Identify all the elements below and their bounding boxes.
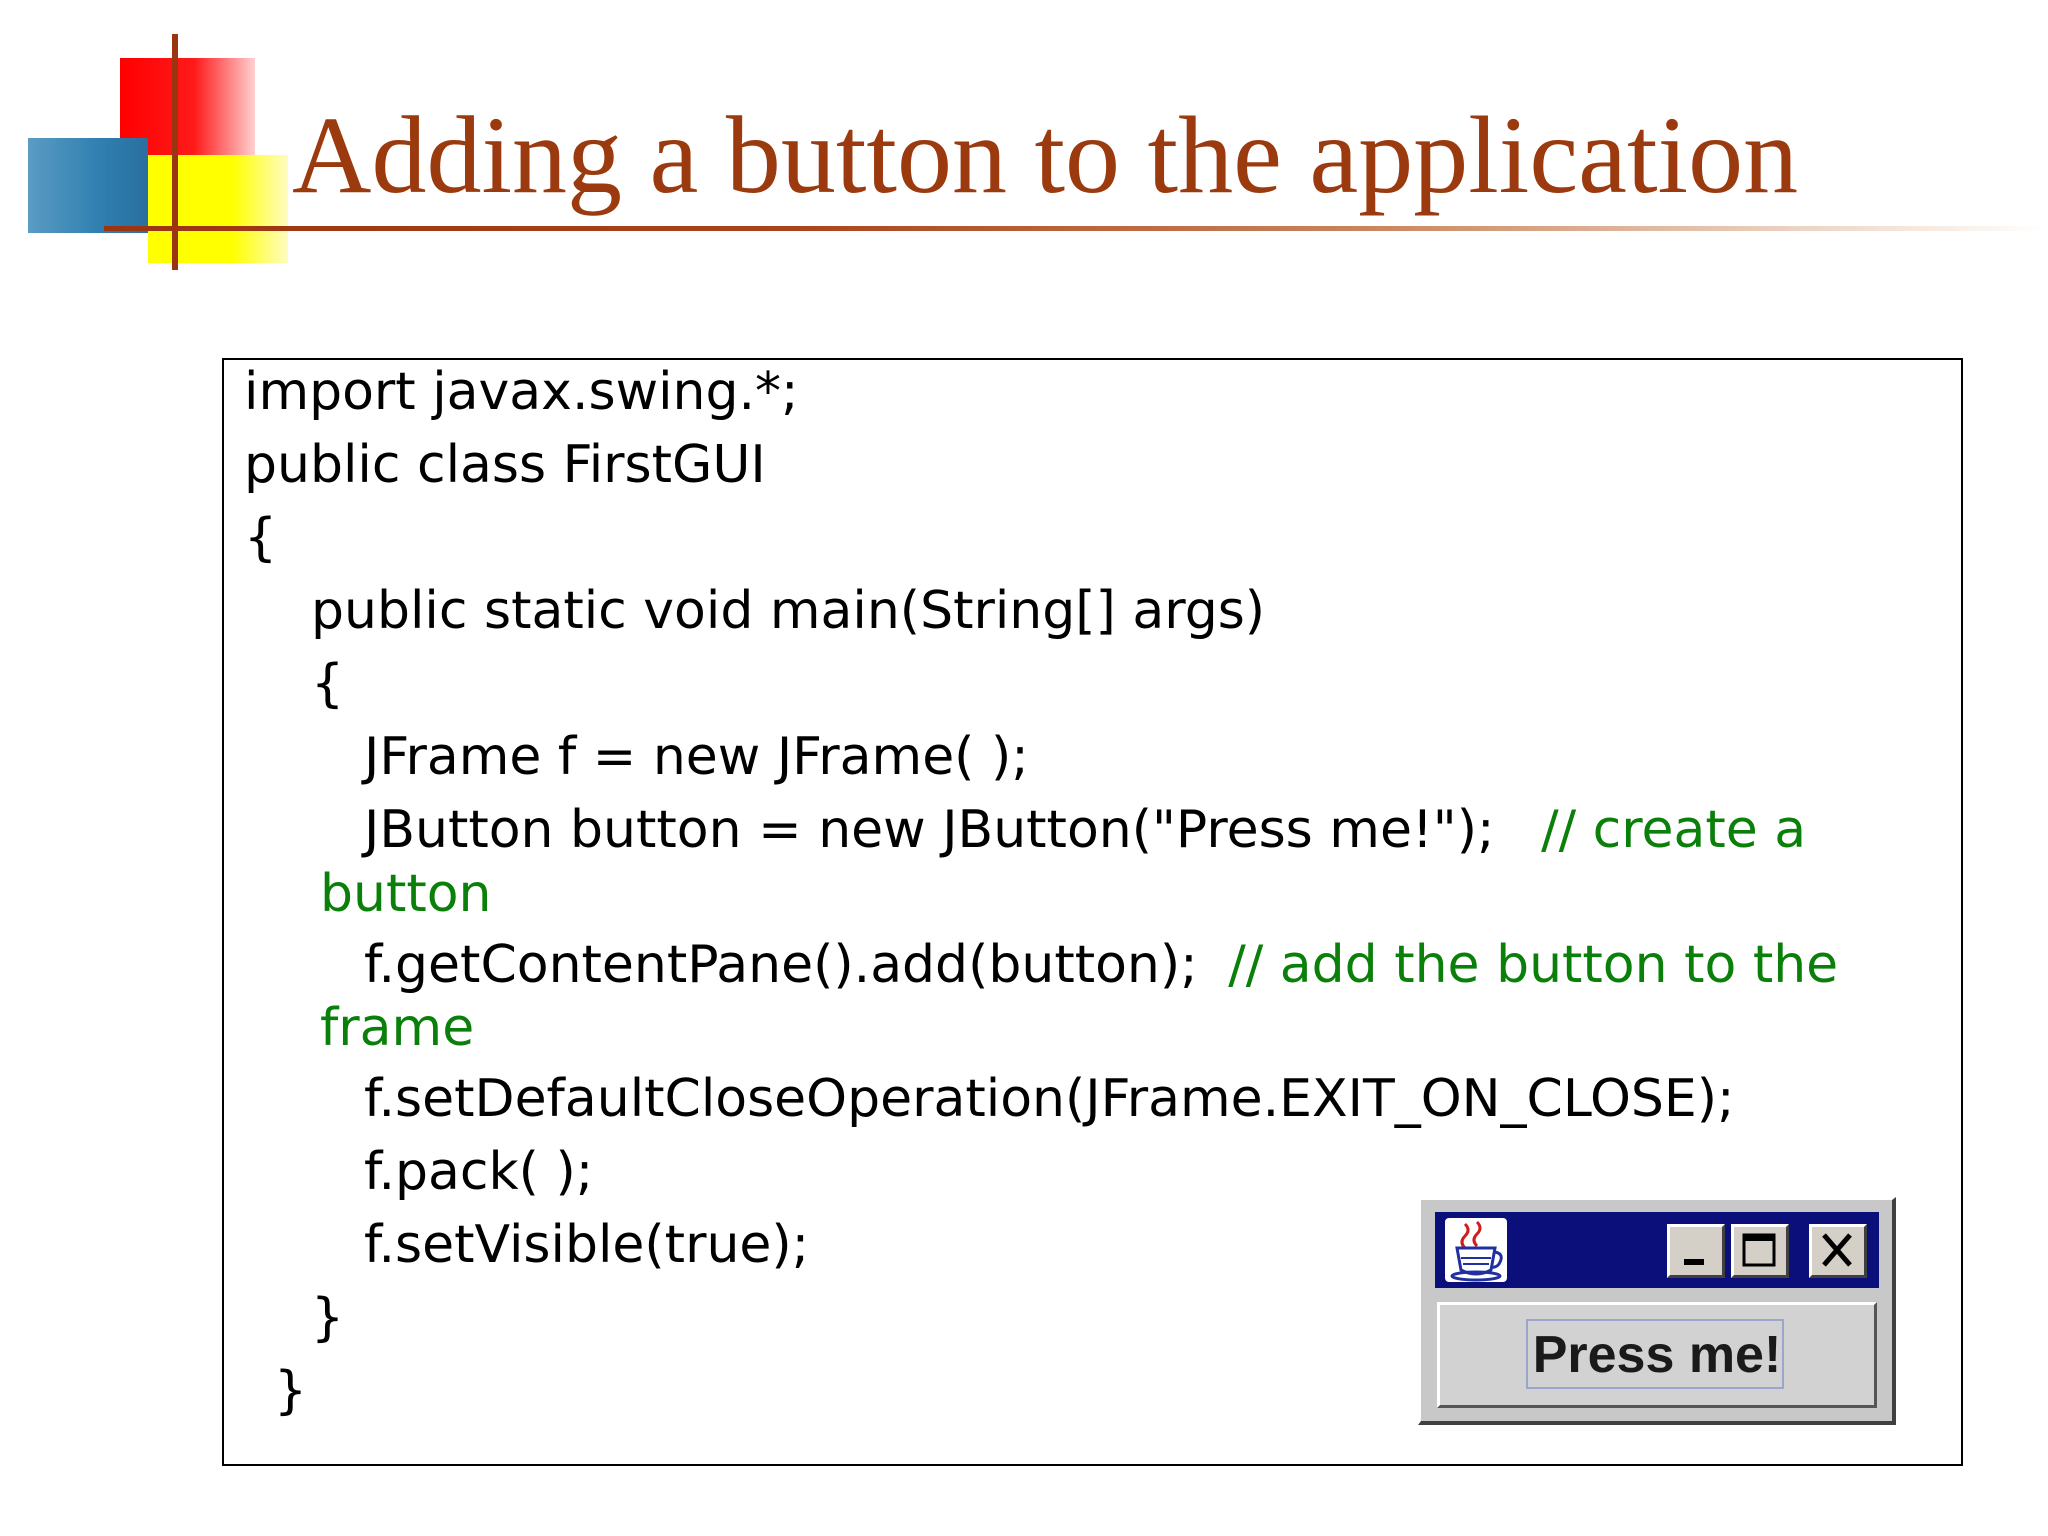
title-underline: [104, 226, 2048, 231]
code-line: f.setVisible(true);: [364, 1215, 810, 1275]
minimize-icon[interactable]: [1667, 1224, 1725, 1278]
code-line: }: [274, 1361, 308, 1421]
maximize-icon[interactable]: [1731, 1224, 1789, 1278]
code-block: import javax.swing.*; public class First…: [222, 358, 1963, 1466]
decor-yellow-square: [148, 155, 288, 263]
slide-title: Adding a button to the application: [292, 94, 1799, 216]
code-line: public class FirstGUI: [244, 435, 766, 495]
code-comment: // add the button to the: [1228, 935, 1839, 995]
code-line: public static void main(String[] args): [311, 581, 1266, 641]
window-title-bar[interactable]: [1435, 1212, 1879, 1288]
code-line: f.pack( );: [364, 1142, 594, 1202]
button-focus-ring: [1526, 1319, 1784, 1389]
code-comment: button: [320, 864, 492, 924]
code-text: JButton button = new JButton("Press me!"…: [364, 800, 1495, 860]
press-me-button[interactable]: Press me!: [1437, 1302, 1877, 1408]
code-comment: frame: [320, 998, 475, 1058]
swing-window-preview: Press me!: [1418, 1197, 1896, 1425]
close-icon[interactable]: [1809, 1224, 1867, 1278]
press-me-button-label: Press me!: [1532, 1326, 1782, 1384]
decor-vertical-rule: [172, 34, 178, 270]
code-line: import javax.swing.*;: [244, 362, 799, 422]
code-text: f.getContentPane().add(button);: [364, 935, 1198, 995]
code-line: f.setDefaultCloseOperation(JFrame.EXIT_O…: [364, 1069, 1735, 1129]
code-line: f.getContentPane().add(button); // add t…: [364, 939, 1838, 991]
code-line: JButton button = new JButton("Press me!"…: [364, 804, 1806, 856]
code-line: {: [244, 508, 278, 568]
code-line: JFrame f = new JFrame( );: [364, 727, 1029, 787]
code-line: }: [311, 1288, 345, 1348]
code-comment: // create a: [1541, 800, 1807, 860]
code-line: {: [311, 654, 345, 714]
java-cup-icon: [1445, 1218, 1507, 1282]
decor-blue-square: [28, 138, 148, 233]
